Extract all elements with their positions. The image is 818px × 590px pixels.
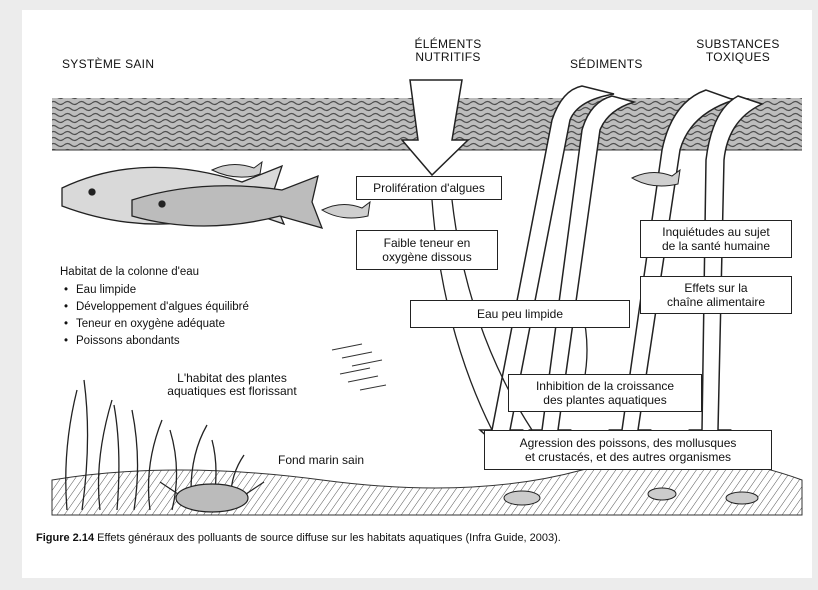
food-chain-line2: chaîne alimentaire bbox=[667, 295, 765, 309]
food-chain-line1: Effets sur la bbox=[684, 281, 747, 295]
toxic-header-line2: TOXIQUES bbox=[686, 51, 790, 64]
fish-illustration bbox=[62, 166, 322, 228]
aggression-box: Agression des poissons, des mollusques e… bbox=[484, 430, 772, 470]
food-chain-box: Effets sur la chaîne alimentaire bbox=[640, 276, 792, 314]
human-health-line2: de la santé humaine bbox=[662, 239, 770, 253]
healthy-system-header: SYSTÈME SAIN bbox=[62, 58, 154, 71]
algae-bloom-box: Prolifération d'algues bbox=[356, 176, 502, 200]
plant-growth-line2: des plantes aquatiques bbox=[543, 393, 666, 407]
habitat-title: Habitat de la colonne d'eau bbox=[60, 266, 199, 279]
low-oxygen-box: Faible teneur en oxygène dissous bbox=[356, 230, 498, 270]
diagram: SYSTÈME SAIN ÉLÉMENTS NUTRITIFS SÉDIMENT… bbox=[22, 10, 812, 520]
sea-floor-label: Fond marin sain bbox=[278, 454, 364, 467]
habitat-item: Teneur en oxygène adéquate bbox=[76, 316, 249, 333]
plants-label: L'habitat des plantes aquatiques est flo… bbox=[152, 372, 312, 398]
habitat-item: Développement d'algues équilibré bbox=[76, 299, 249, 316]
toxic-header: SUBSTANCES TOXIQUES bbox=[686, 38, 790, 64]
plant-growth-line1: Inhibition de la croissance bbox=[536, 379, 674, 393]
human-health-box: Inquiétudes au sujet de la santé humaine bbox=[640, 220, 792, 258]
habitat-list: Eau limpide Développement d'algues équil… bbox=[60, 282, 249, 350]
aggression-line2: et crustacés, et des autres organismes bbox=[525, 450, 731, 464]
caption-label: Figure 2.14 bbox=[36, 532, 94, 544]
habitat-item: Eau limpide bbox=[76, 282, 249, 299]
nutrients-header: ÉLÉMENTS NUTRITIFS bbox=[400, 38, 496, 64]
figure-panel: SYSTÈME SAIN ÉLÉMENTS NUTRITIFS SÉDIMENT… bbox=[22, 10, 812, 578]
plant-growth-box: Inhibition de la croissance des plantes … bbox=[508, 374, 702, 412]
caption-text: Effets généraux des polluants de source … bbox=[97, 532, 561, 544]
figure-caption: Figure 2.14 Effets généraux des polluant… bbox=[36, 532, 561, 544]
turbid-water-box: Eau peu limpide bbox=[410, 300, 630, 328]
habitat-item: Poissons abondants bbox=[76, 333, 249, 350]
aggression-line1: Agression des poissons, des mollusques bbox=[520, 436, 737, 450]
low-oxygen-line1: Faible teneur en bbox=[384, 236, 471, 250]
nutrients-header-line2: NUTRITIFS bbox=[400, 51, 496, 64]
human-health-line1: Inquiétudes au sujet bbox=[662, 225, 769, 239]
plants-label-line2: aquatiques est florissant bbox=[152, 385, 312, 398]
low-oxygen-line2: oxygène dissous bbox=[382, 250, 471, 264]
sediments-header: SÉDIMENTS bbox=[570, 58, 643, 71]
